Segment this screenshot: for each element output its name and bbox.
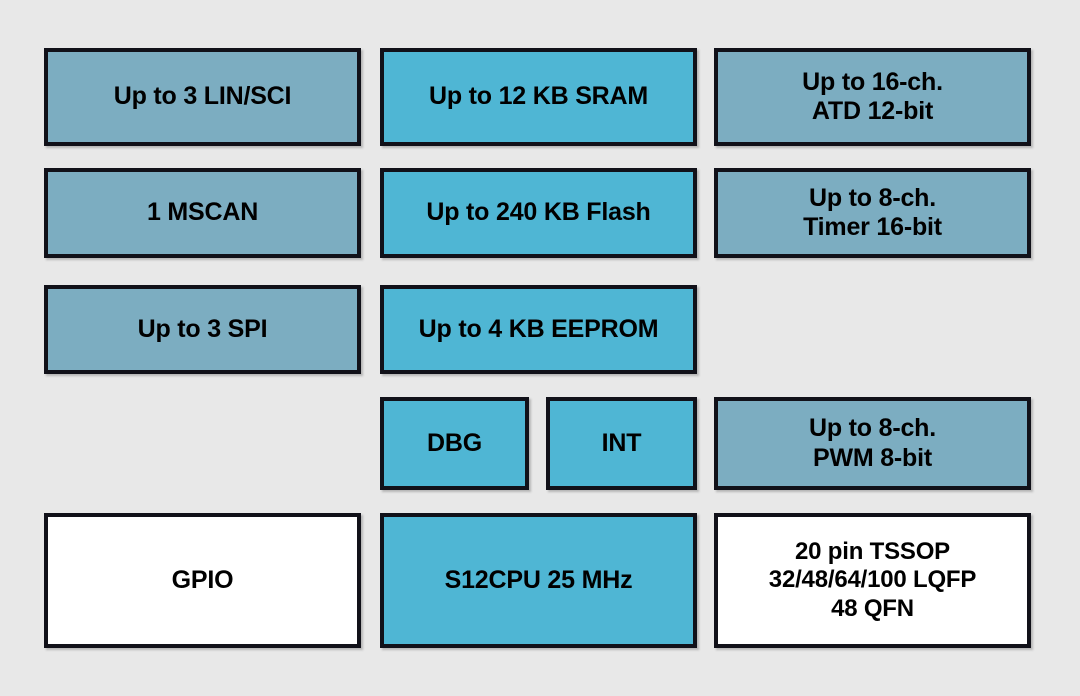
block-atd[interactable]: Up to 16-ch.ATD 12-bit bbox=[714, 48, 1031, 146]
block-cpu[interactable]: S12CPU 25 MHz bbox=[380, 513, 697, 648]
block-dbg-label: DBG bbox=[427, 428, 482, 457]
block-flash[interactable]: Up to 240 KB Flash bbox=[380, 168, 697, 258]
block-dbg[interactable]: DBG bbox=[380, 397, 529, 490]
block-eeprom-label: Up to 4 KB EEPROM bbox=[418, 314, 659, 343]
block-cpu-label: S12CPU 25 MHz bbox=[444, 565, 633, 594]
block-lin-sci[interactable]: Up to 3 LIN/SCI bbox=[44, 48, 361, 146]
block-pwm[interactable]: Up to 8-ch.PWM 8-bit bbox=[714, 397, 1031, 490]
block-int[interactable]: INT bbox=[546, 397, 697, 490]
block-spi[interactable]: Up to 3 SPI bbox=[44, 285, 361, 374]
block-sram[interactable]: Up to 12 KB SRAM bbox=[380, 48, 697, 146]
block-eeprom[interactable]: Up to 4 KB EEPROM bbox=[380, 285, 697, 374]
block-atd-label: Up to 16-ch.ATD 12-bit bbox=[802, 67, 943, 126]
block-timer[interactable]: Up to 8-ch.Timer 16-bit bbox=[714, 168, 1031, 258]
block-gpio-label: GPIO bbox=[171, 565, 234, 594]
block-timer-label: Up to 8-ch.Timer 16-bit bbox=[803, 183, 942, 242]
block-int-label: INT bbox=[601, 428, 642, 457]
block-lin-sci-label: Up to 3 LIN/SCI bbox=[113, 82, 292, 111]
block-mscan[interactable]: 1 MSCAN bbox=[44, 168, 361, 258]
block-spi-label: Up to 3 SPI bbox=[137, 314, 268, 343]
block-sram-label: Up to 12 KB SRAM bbox=[428, 82, 649, 111]
block-flash-label: Up to 240 KB Flash bbox=[426, 198, 651, 227]
block-gpio[interactable]: GPIO bbox=[44, 513, 361, 648]
block-mscan-label: 1 MSCAN bbox=[146, 198, 259, 227]
block-pwm-label: Up to 8-ch.PWM 8-bit bbox=[809, 414, 936, 472]
